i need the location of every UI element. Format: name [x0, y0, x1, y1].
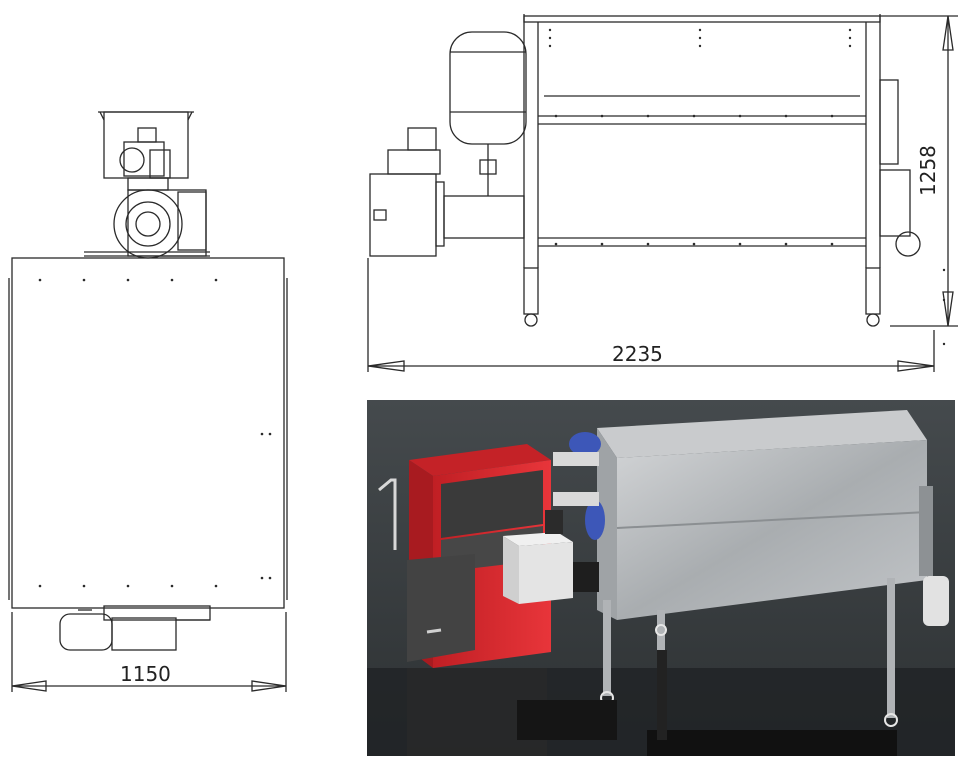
auger-tube [443, 195, 525, 239]
burner-unit [127, 189, 207, 257]
fan-housing [103, 111, 189, 179]
height-dimension-label: 1258 [916, 145, 940, 196]
width-dimension-label: 1150 [120, 662, 171, 686]
hopper-front-box [11, 257, 285, 609]
front-view-drawing [8, 111, 288, 692]
burner-render [519, 542, 573, 604]
side-view-drawing [367, 14, 958, 372]
hopper-top [597, 410, 927, 458]
hopper-body [617, 440, 927, 620]
length-dimension-label: 2235 [612, 342, 663, 366]
fan-box [407, 127, 437, 151]
boiler-door [407, 554, 475, 662]
auger-motor [879, 169, 911, 237]
boiler-top [409, 444, 551, 476]
hopper-top-rail [523, 15, 881, 23]
auger-motor-render [923, 576, 949, 626]
expansion-tank [449, 31, 527, 145]
fan-motor-icon [119, 147, 145, 173]
burner-box [369, 173, 437, 257]
boiler-3d-render [367, 400, 955, 756]
